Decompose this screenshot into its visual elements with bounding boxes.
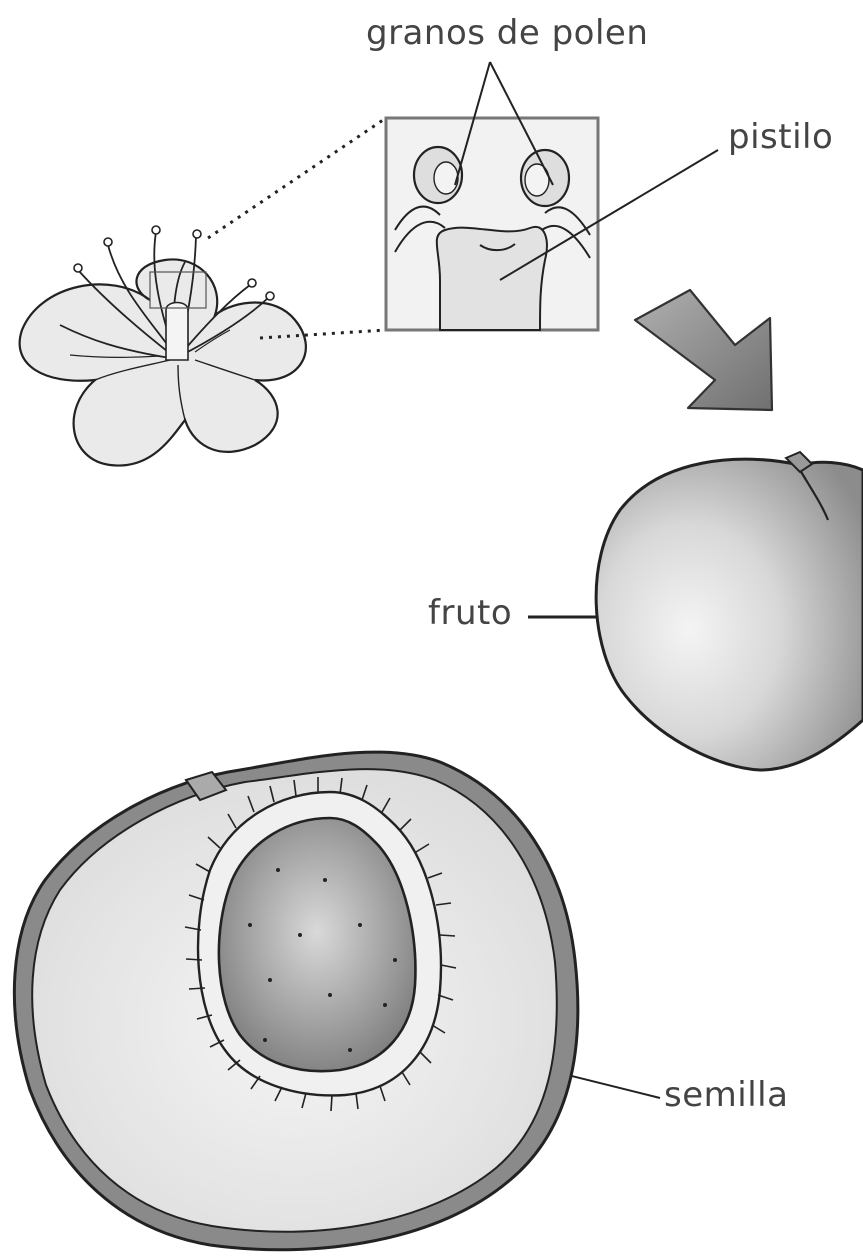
fruit-cross-section xyxy=(14,752,577,1250)
label-pollen-grains: granos de polen xyxy=(366,16,648,50)
label-pistil: pistilo xyxy=(728,120,833,154)
pollen-grain-right xyxy=(521,150,569,206)
flower-illustration xyxy=(20,226,306,466)
label-seed: semilla xyxy=(664,1078,788,1112)
fruit-illustration xyxy=(596,452,863,770)
arrow-down-right-icon xyxy=(635,290,772,410)
label-fruit: fruto xyxy=(428,596,512,630)
pollen-grain-left xyxy=(414,147,462,203)
seed-stone xyxy=(219,818,416,1071)
pistil-closeup xyxy=(386,118,598,330)
